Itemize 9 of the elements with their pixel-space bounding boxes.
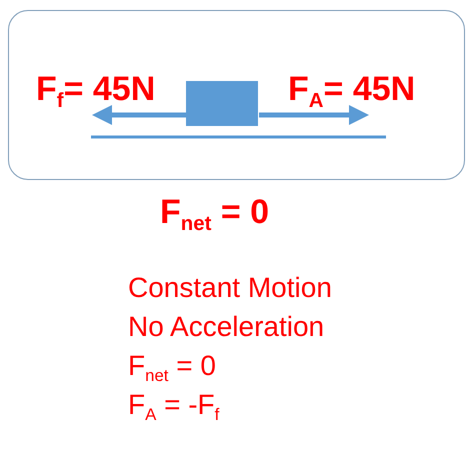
net-force-label: F$_{net}$ = 0	[160, 193, 270, 232]
equation: F$_{net}$ = 0	[128, 350, 216, 382]
block	[186, 81, 258, 126]
force-label: F$_{A}$= 45N	[288, 71, 416, 107]
force-label: F$_{f}$= 45N	[36, 71, 156, 107]
diagram-panel	[8, 10, 465, 180]
note-text: Constant Motion	[128, 272, 332, 304]
note-text: No Acceleration	[128, 311, 324, 343]
equation: F$_{A}$ = -F$_{f}$	[128, 389, 220, 421]
